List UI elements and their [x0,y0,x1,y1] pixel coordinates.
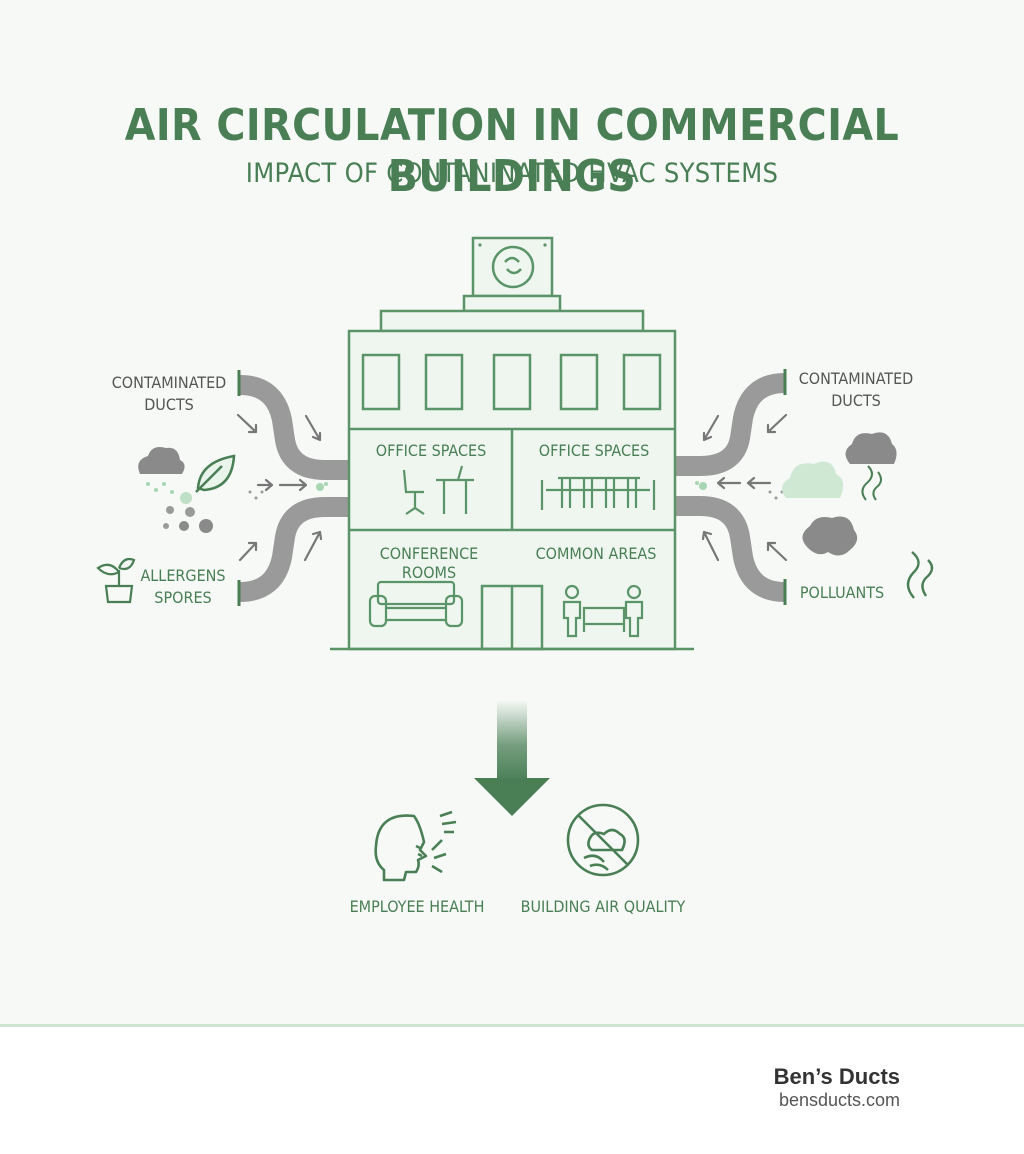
room-conference: CONFERENCE ROOMS [379,544,479,582]
building-structure [330,309,694,651]
employee-health-label: EMPLOYEE HEALTH [349,897,485,916]
footer-divider [0,1024,1024,1027]
entrance-door [480,584,544,651]
left-duct-bottom [237,497,348,606]
plant-sprout-icon [96,557,136,604]
no-polluted-air-icon [566,803,640,877]
dark-cloud-icon [138,447,185,494]
left-duct-top [237,370,348,480]
right-ducts-label: CONTAMINATED DUCTS [796,368,916,412]
gray-cloud-icon [845,432,897,464]
footer [0,1027,1024,1154]
room-office-left: OFFICE SPACES [375,441,487,460]
fumes-icon [906,551,934,599]
page-title: AIR CIRCULATION IN COMMERCIAL BUILDINGS [124,100,900,202]
right-ducts-label-line1: CONTAMINATED [798,369,914,388]
fumes-icon-small [861,465,882,501]
page-subtitle: IMPACT OF CONTANINATED HVAC SYSTEMS [245,158,779,189]
leaf-icon [195,454,236,493]
left-ducts-label-line1: CONTAMINATED [111,373,227,392]
allergens-label: ALLERGENS SPORES [138,565,228,609]
left-ducts-label: CONTAMINATED DUCTS [104,372,234,416]
hvac-rooftop-unit [462,236,562,313]
right-ducts-label-line2: DUCTS [831,391,881,410]
brand-url[interactable]: bensducts.com [778,1090,900,1110]
particles-left [248,482,328,500]
dark-smoke-cloud-icon [802,516,858,556]
allergens-label-line1: ALLERGENS [140,566,226,585]
light-green-cloud-icon [781,461,844,498]
allergens-label-line2: SPORES [154,588,212,607]
room-common: COMMON AREAS [535,544,657,563]
spores-icon [163,492,213,533]
airflow-arrows [236,413,788,562]
room-office-right: OFFICE SPACES [538,441,650,460]
people-lounge-icon [562,584,644,638]
sofa-icon [368,580,464,628]
air-quality-label: BUILDING AIR QUALITY [520,897,686,916]
right-duct-top [676,369,787,476]
brand-name: Ben’s Ducts [773,1064,900,1089]
conference-table-icon [540,476,656,510]
right-duct-bottom [676,496,787,605]
desk-chair-icon [402,465,474,515]
coughing-person-icon [374,810,457,882]
pollutants-label: POLLUANTS [799,583,885,602]
left-ducts-label-line2: DUCTS [144,395,194,414]
impact-arrow [474,700,550,816]
